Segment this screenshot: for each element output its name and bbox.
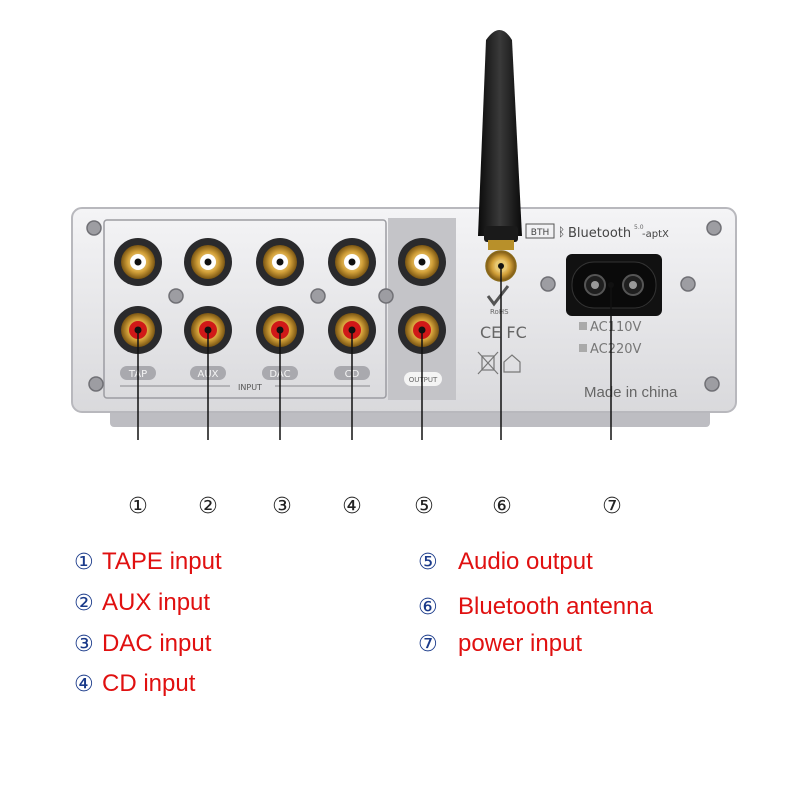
legend-symbol: ⑤ bbox=[418, 549, 438, 575]
callout-number-1: ① bbox=[128, 494, 148, 519]
rohs-text: RoHS bbox=[490, 308, 509, 316]
made-in-text: Made in china bbox=[584, 384, 678, 401]
bt-codec: -aptX bbox=[642, 229, 669, 240]
bluetooth-icon: ᛒ bbox=[558, 225, 565, 239]
voltage-labels: AC110V AC220V bbox=[579, 320, 642, 357]
callout-lines bbox=[137, 266, 612, 440]
legend-symbol: ④ bbox=[74, 671, 94, 697]
legend-item-output: ⑤ Audio output bbox=[418, 548, 593, 576]
bluetooth-antenna bbox=[478, 30, 522, 282]
legend-text: Bluetooth antenna bbox=[458, 593, 653, 620]
bluetooth-badge: BTH ᛒ Bluetooth 5.0 -aptX bbox=[525, 223, 669, 241]
voltage-110: AC110V bbox=[590, 320, 642, 335]
callout-dots bbox=[135, 263, 614, 333]
legend-item-power: ⑦ power input bbox=[418, 630, 582, 658]
legend-text: CD input bbox=[102, 670, 196, 697]
legend-item-dac: ③ DAC input bbox=[74, 630, 211, 658]
legend-item-cd: ④ CD input bbox=[74, 670, 195, 698]
rca-jacks-top bbox=[114, 238, 446, 286]
callout-number-2: ② bbox=[198, 494, 218, 519]
rohs-check-icon bbox=[486, 285, 510, 307]
weee-bin-icon bbox=[477, 351, 499, 375]
callout-number-3: ③ bbox=[272, 494, 292, 519]
callout-number-5: ⑤ bbox=[414, 494, 434, 519]
legend-text: Audio output bbox=[458, 548, 593, 575]
legend-symbol: ⑥ bbox=[418, 594, 438, 620]
label-output: OUTPUT bbox=[409, 376, 438, 384]
legend-text: DAC input bbox=[102, 630, 212, 657]
certification-marks: RoHS CE FC bbox=[477, 285, 527, 375]
label-input-group: INPUT bbox=[238, 383, 262, 392]
power-inlet bbox=[566, 254, 662, 316]
bt-text: Bluetooth bbox=[568, 226, 631, 241]
legend-item-antenna: ⑥ Bluetooth antenna bbox=[418, 593, 653, 621]
callout-number-6: ⑥ bbox=[492, 494, 512, 519]
legend-text: TAPE input bbox=[102, 548, 222, 575]
callout-number-4: ④ bbox=[342, 494, 362, 519]
bt-badge-text: BTH bbox=[531, 228, 549, 238]
bt-version: 5.0 bbox=[634, 224, 644, 231]
ce-fc-text: CE FC bbox=[480, 323, 527, 342]
input-panel-outline bbox=[103, 219, 387, 399]
legend-symbol: ① bbox=[74, 549, 94, 575]
legend-item-aux: ② AUX input bbox=[74, 589, 210, 617]
legend-symbol: ⑦ bbox=[418, 631, 438, 657]
legend-text: AUX input bbox=[102, 589, 211, 616]
house-icon bbox=[503, 354, 521, 373]
callout-number-7: ⑦ bbox=[602, 494, 622, 519]
legend-symbol: ② bbox=[74, 590, 94, 616]
corner-screws bbox=[86, 220, 722, 392]
amplifier-rear-panel: TAP AUX DAC CD INPUT OUTPUT BTH ᛒ Blueto… bbox=[71, 30, 737, 440]
legend-text: power input bbox=[458, 630, 583, 657]
legend-item-tape: ① TAPE input bbox=[74, 548, 222, 576]
voltage-220: AC220V bbox=[590, 342, 642, 357]
legend-symbol: ③ bbox=[74, 631, 94, 657]
